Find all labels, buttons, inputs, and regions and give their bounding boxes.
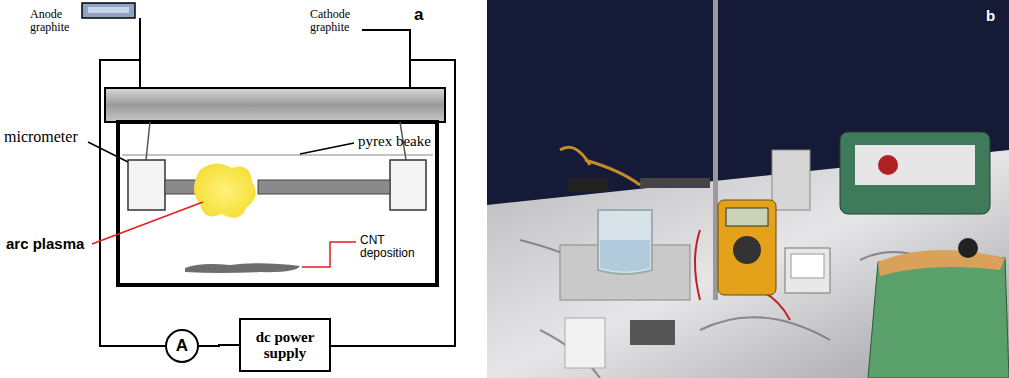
part-label: micrometer bbox=[4, 128, 88, 146]
part-label: CNT deposition bbox=[360, 234, 435, 260]
ammeter-circle: A bbox=[165, 329, 199, 363]
part-label: pyrex beake bbox=[358, 133, 453, 150]
part-label: arc plasma bbox=[6, 236, 98, 253]
node-text: A bbox=[176, 337, 188, 356]
wire bbox=[199, 345, 239, 346]
panel-letter: b bbox=[986, 8, 1004, 25]
part-label: Cathode graphite bbox=[310, 8, 365, 34]
node-text: dc power supply bbox=[247, 329, 323, 362]
part-label: Anode graphite bbox=[30, 8, 80, 34]
panel-letter: a bbox=[414, 6, 438, 25]
power-supply-box: dc power supply bbox=[239, 318, 331, 372]
